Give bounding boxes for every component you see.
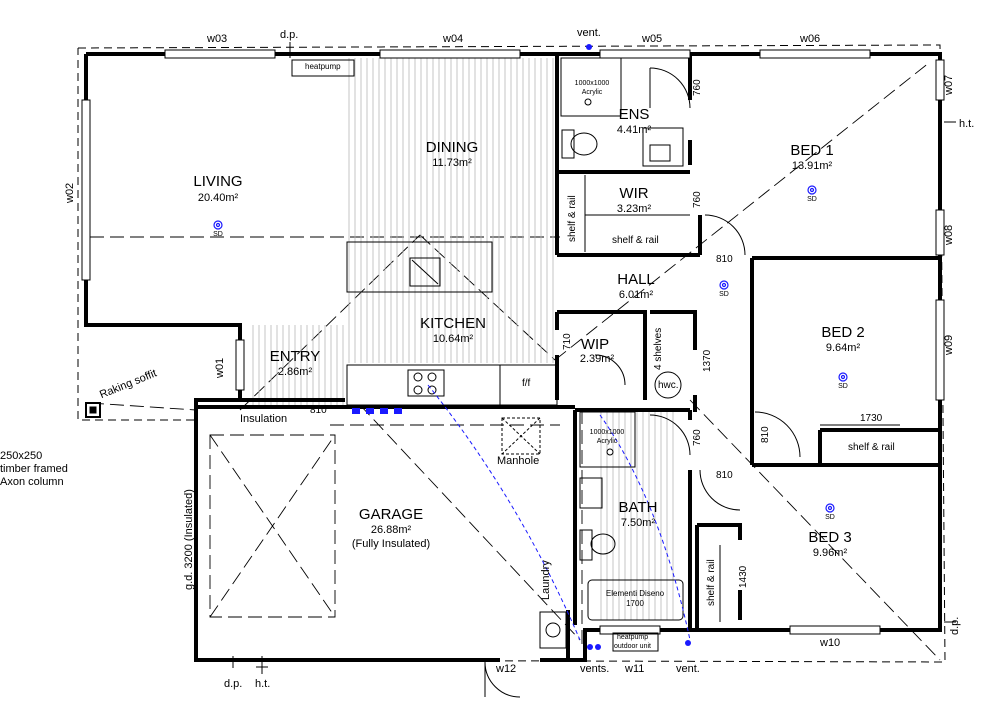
column-label-2: timber framed [0, 463, 68, 475]
shower-bath-size: 1000x1000 [589, 429, 625, 436]
dim-1430: 1430 [738, 565, 749, 588]
living-room-area: 20.40m² [197, 192, 239, 204]
ht-bottom-label: h.t. [255, 678, 271, 690]
vent-bottom-label: vent. [676, 663, 700, 675]
wip-room-area: 2.39m² [579, 353, 615, 365]
window-label-w08: w08 [943, 224, 955, 245]
bed2-room-area: 9.64m² [825, 342, 861, 354]
dim-810-entry: 810 [310, 405, 327, 416]
window-label-w06: w06 [800, 33, 821, 45]
shelf-rail-bed3: shelf & rail [706, 559, 717, 606]
window-label-w09: w09 [943, 334, 955, 355]
dim-810-bath: 810 [716, 470, 733, 481]
entry-floor-hatch [248, 325, 348, 405]
smoke-detectors [213, 185, 848, 513]
sd-label-living: SD [213, 231, 223, 238]
vents-bottom-label: vents. [580, 663, 610, 675]
window-label-w12: w12 [496, 663, 517, 675]
bed1-room-name: BED 1 [790, 142, 834, 159]
bath-room-area: 7.50m² [620, 517, 656, 529]
window-label-w05: w05 [642, 33, 663, 45]
dim-1730: 1730 [860, 413, 883, 424]
laundry-label: Laundry [540, 560, 552, 600]
dim-760-ens: 760 [692, 79, 703, 96]
hall-room-name: HALL [617, 271, 655, 288]
shelves-label: 4 shelves [653, 327, 664, 370]
bath-floor-hatch [600, 410, 675, 620]
column-label-1: 250x250 [0, 450, 43, 462]
entry-room-name: ENTRY [269, 348, 321, 365]
ht-right-label: h.t. [959, 118, 975, 130]
shelf-rail-bed2: shelf & rail [848, 442, 895, 453]
wir-room-area: 3.23m² [616, 203, 652, 215]
window-label-w10: w10 [820, 637, 841, 649]
wip-room-name: WIP [580, 336, 610, 353]
dp-bottom-label: d.p. [224, 678, 243, 690]
ens-room-area: 4.41m² [616, 124, 652, 136]
dim-810-bed2: 810 [760, 426, 771, 443]
dining-room-area: 11.73m² [432, 157, 472, 169]
shelf-rail-wir-bottom: shelf & rail [612, 235, 659, 246]
shower-ens-type: Acrylic [581, 89, 603, 96]
entry-room-area: 2.86m² [277, 366, 313, 378]
ens-room-name: ENS [618, 106, 650, 123]
hall-room-area: 6.01m² [618, 289, 654, 301]
hwc-label: hwc. [658, 380, 679, 391]
fridge-label: f/f [522, 378, 531, 389]
bathtub-name: Elementi Diseno [605, 589, 665, 598]
vent-ducts [427, 384, 691, 641]
dim-710-wip: 710 [562, 333, 573, 350]
vent-top-label: vent. [577, 27, 601, 39]
manhole-label: Manhole [497, 455, 540, 467]
dp-right-label: d.p. [949, 616, 961, 635]
bath-room-name: BATH [618, 499, 658, 516]
wir-room-name: WIR [619, 185, 649, 202]
window-label-w04: w04 [443, 33, 464, 45]
sd-label-bed1: SD [807, 196, 817, 203]
dim-760-wir: 760 [692, 191, 703, 208]
living-room-name: LIVING [193, 173, 243, 190]
shelf-rail-wir-side: shelf & rail [567, 195, 578, 242]
door-swings [484, 67, 801, 698]
windows [81, 49, 945, 635]
sd-label-bed2: SD [838, 383, 848, 390]
column-label-3: Axon column [0, 476, 64, 488]
kitchen-fixtures [85, 57, 900, 652]
shower-bath-type: Acrylic [596, 438, 618, 445]
kitchen-room-name: KITCHEN [420, 315, 486, 332]
window-label-w03: w03 [207, 33, 228, 45]
dining-room-name: DINING [425, 139, 479, 156]
dp-top-label: d.p. [280, 29, 299, 41]
dim-810-hall: 810 [716, 254, 733, 265]
garage-room-note: (Fully Insulated) [351, 538, 431, 550]
heatpump-label: heatpump [305, 62, 341, 71]
insulation-label: Insulation [240, 413, 288, 425]
bed3-room-name: BED 3 [808, 529, 852, 546]
window-label-w01: w01 [214, 357, 226, 378]
dim-1370: 1370 [702, 349, 713, 372]
window-label-w02: w02 [64, 182, 76, 203]
sd-label-hall: SD [719, 291, 729, 298]
garage-room-area: 26.88m² [370, 524, 412, 536]
bed2-room-name: BED 2 [821, 324, 865, 341]
garage-door-label: g.d. 3200 (Insulated) [183, 489, 195, 590]
window-label-w11: w11 [625, 663, 645, 675]
tick-marks [232, 42, 956, 674]
shower-ens-size: 1000x1000 [574, 80, 610, 87]
kitchen-room-area: 10.64m² [432, 333, 474, 345]
dining-floor-hatch [347, 58, 557, 363]
window-label-w07: w07 [943, 74, 955, 95]
heatpump-outdoor-label-2: outdoor unit [614, 643, 651, 650]
dim-760-bath: 760 [692, 429, 703, 446]
garage-room-name: GARAGE [358, 506, 424, 523]
vent-markers [352, 44, 691, 650]
heatpump-outdoor-label-1: heatpump [617, 634, 649, 641]
sd-label-bed3: SD [825, 514, 835, 521]
bed3-room-area: 9.96m² [812, 547, 848, 559]
bathtub-size: 1700 [626, 599, 644, 608]
bed1-room-area: 13.91m² [791, 160, 833, 172]
